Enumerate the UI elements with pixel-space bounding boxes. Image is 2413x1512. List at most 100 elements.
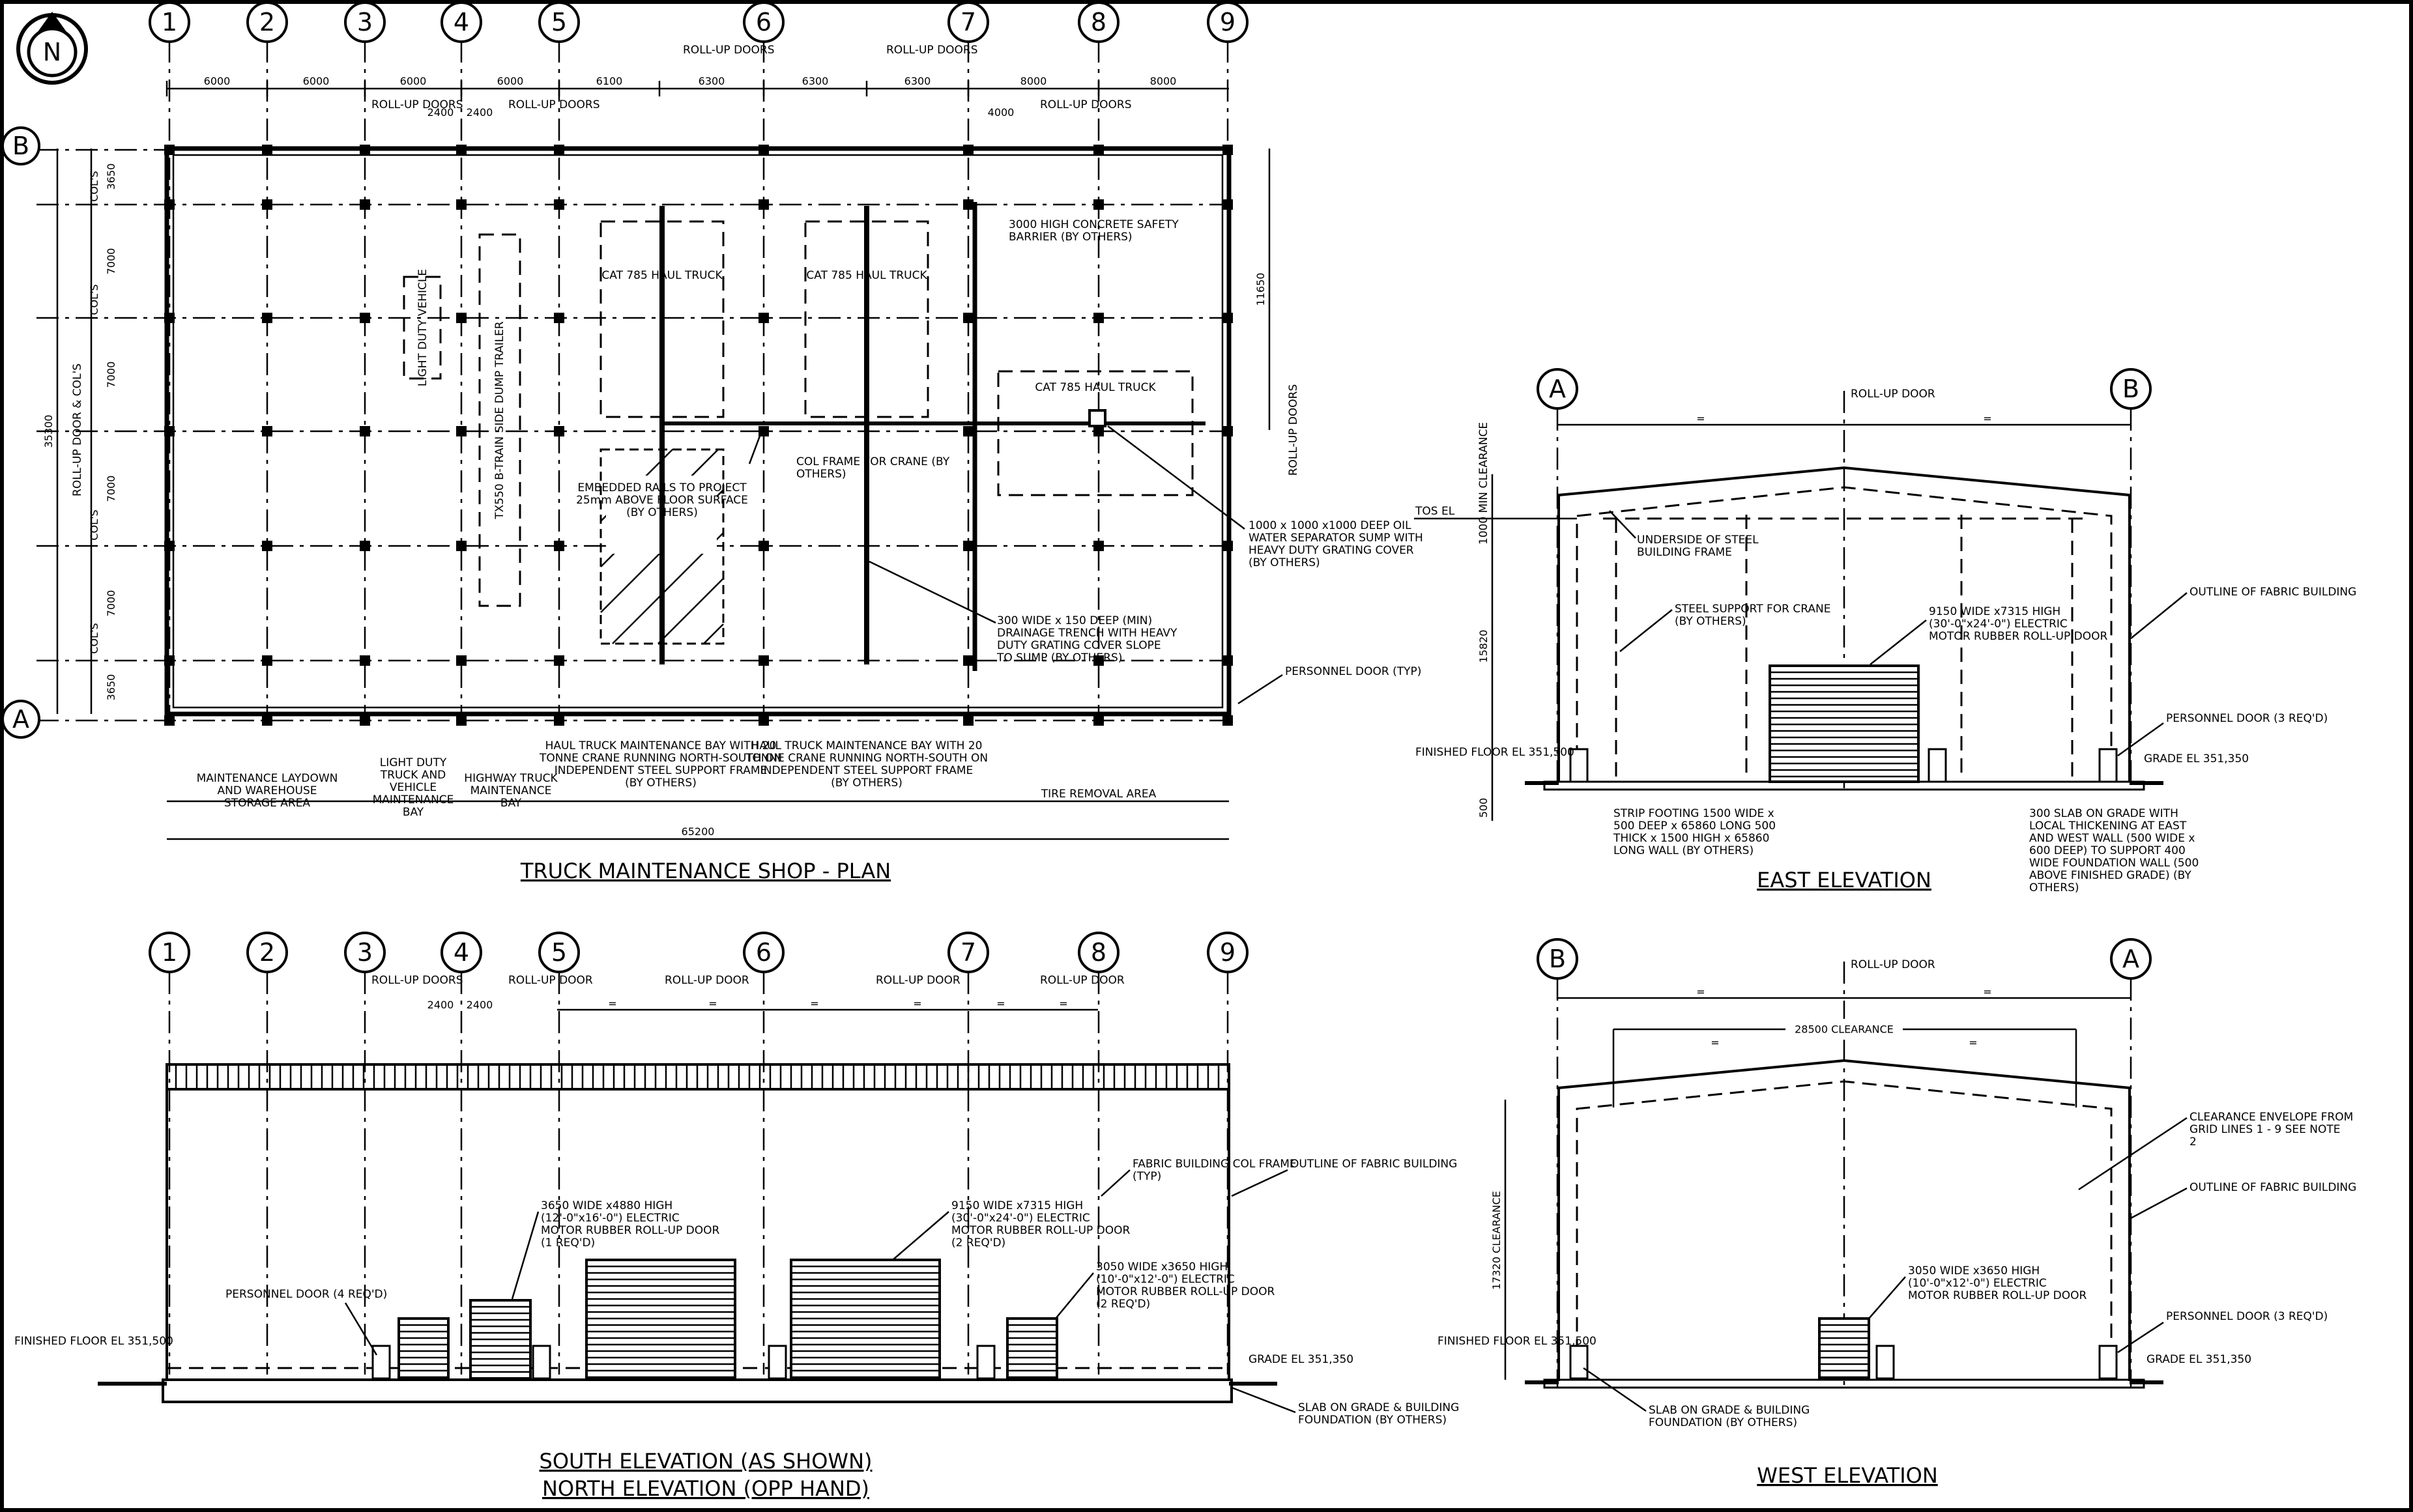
plan-column [262,541,272,551]
plan-bay-1-line: STORAGE AREA [224,797,311,810]
plan-bay-5-line: (BY OTHERS) [831,777,903,790]
plan-column [1093,426,1104,436]
plan-personnel-note: PERSONNEL DOOR (TYP) [1285,665,1421,678]
west-envelope-leader [2078,1117,2188,1191]
plan-vehicle-trailer: TX550 B-TRAIN SIDE DUMP TRAILER [493,321,506,520]
south-rollup-4: ROLL-UP DOOR [876,974,961,987]
plan-vehicle-truck-3: CAT 785 HAUL TRUCK [1035,381,1156,394]
plan-trailer [478,233,521,607]
plan-top-dim-9: 8000 [1020,75,1047,87]
south-personnel-door-3 [768,1345,787,1380]
south-door-a-note: 3650 WIDE x4880 HIGH(12'-0"x16'-0") ELEC… [541,1199,719,1249]
west-ffl-note: FINISHED FLOOR EL 351,500 [1438,1335,1597,1348]
plan-sump [1088,409,1106,427]
west-personnel-leader [2117,1321,2164,1354]
plan-top-dim-4: 6000 [497,75,524,87]
west-eq-3: = [1711,1036,1719,1049]
plan-column [554,199,564,210]
east-outline-leader [2130,592,2188,639]
plan-column [554,313,564,323]
plan-column [963,313,974,323]
plan-column [1093,313,1104,323]
plan-bay-2-line: LIGHT DUTY [380,756,447,769]
plan-rollup-top-4: ROLL-UP DOORS [508,98,600,111]
east-outline-note: OUTLINE OF FABRIC BUILDING [2189,586,2356,599]
south-fabric-col-leader [1101,1169,1131,1197]
plan-bubble-1 [149,1,190,43]
plan-column [759,145,769,155]
south-door-a-leader [511,1211,540,1300]
south-bubble-label-9: 9 [1220,938,1235,967]
plan-column [360,655,370,666]
south-eq-6: = [1059,997,1067,1010]
plan-column [164,715,175,726]
plan-door-dim-1: 2400 [427,106,454,119]
plan-bay-3-line: MAINTENANCE [470,784,552,797]
plan-vehicle-light: LIGHT DUTY VEHICLE [416,269,429,386]
south-outline-leader [1231,1169,1288,1197]
south-eq-4: = [913,997,921,1010]
plan-column [963,426,974,436]
plan-left-dim-6: 3650 [105,164,117,190]
plan-bubble-label-4: 4 [454,8,469,36]
east-personnel-door-1 [1569,748,1589,783]
plan-top-dim-5: 6100 [596,75,623,87]
east-personnel-door-2 [1928,748,1947,783]
plan-column [554,426,564,436]
east-bubble-b-label: B [2122,375,2139,403]
plan-bay-4-line: TONNE CRANE RUNNING NORTH-SOUTH ON [539,752,782,765]
plan-column [360,541,370,551]
plan-bubble-A [1,700,40,739]
plan-bubble-label-8: 8 [1091,8,1106,36]
plan-rollup-top-1: ROLL-UP DOORS [683,44,775,57]
plan-left-dim-1: 3650 [105,674,117,701]
plan-bay-2-line: VEHICLE [390,781,437,794]
plan-column [759,655,769,666]
west-door-note: 3050 WIDE x3650 HIGH(10'-0"x12'-0") ELEC… [1908,1264,2087,1302]
plan-bubble-label-9: 9 [1220,8,1235,36]
plan-column [1093,655,1104,666]
south-eq-5: = [996,997,1005,1010]
plan-column [360,313,370,323]
plan-column [456,541,467,551]
east-clearance: 1000 MIN CLEARANCE [1477,422,1490,545]
west-clearance-h: 17320 CLEARANCE [1490,1191,1503,1290]
east-height: 15820 [1477,630,1490,663]
plan-column [1222,145,1233,155]
south-door-small-1 [397,1317,450,1380]
west-grade-note: GRADE EL 351,350 [2146,1353,2251,1366]
west-rollup-door [1818,1317,1870,1380]
south-rollup-5: ROLL-UP DOOR [1040,974,1125,987]
plan-left-col-label-3: COL'S [88,284,100,315]
south-personnel-door-2 [532,1345,551,1380]
plan-left-dims: 365070007000700070003650COL'SCOL'SCOL'SC… [88,164,117,701]
plan-column [1093,715,1104,726]
east-slab [1543,780,2145,791]
plan-column [759,715,769,726]
plan-left-col-label-4: COL'S [88,171,100,201]
plan-bay-5-line: TONNE CRANE RUNNING NORTH-SOUTH ON [745,752,988,765]
plan-column [1222,715,1233,726]
east-rollup-door [1769,664,1920,783]
plan-bay-1-line: AND WAREHOUSE [217,784,317,797]
plan-left-dim-5: 7000 [105,248,117,275]
plan-column [360,715,370,726]
plan-haul-truck-3 [997,370,1194,496]
plan-column [456,655,467,666]
south-bubble-label-2: 2 [259,938,275,967]
plan-top-dim-2: 6000 [303,75,330,87]
south-personnel-door-1 [371,1345,391,1380]
west-bubble-b-label: B [1549,945,1566,973]
plan-column [963,541,974,551]
south-bubble-label-3: 3 [357,938,373,967]
south-door-b-note: 9150 WIDE x7315 HIGH(30'-0"x24'-0") ELEC… [951,1199,1130,1249]
plan-column [1093,199,1104,210]
east-door-leader [1870,620,1927,665]
plan-column [456,145,467,155]
plan-bay-5-line: HAUL TRUCK MAINTENANCE BAY WITH 20 [751,739,983,752]
